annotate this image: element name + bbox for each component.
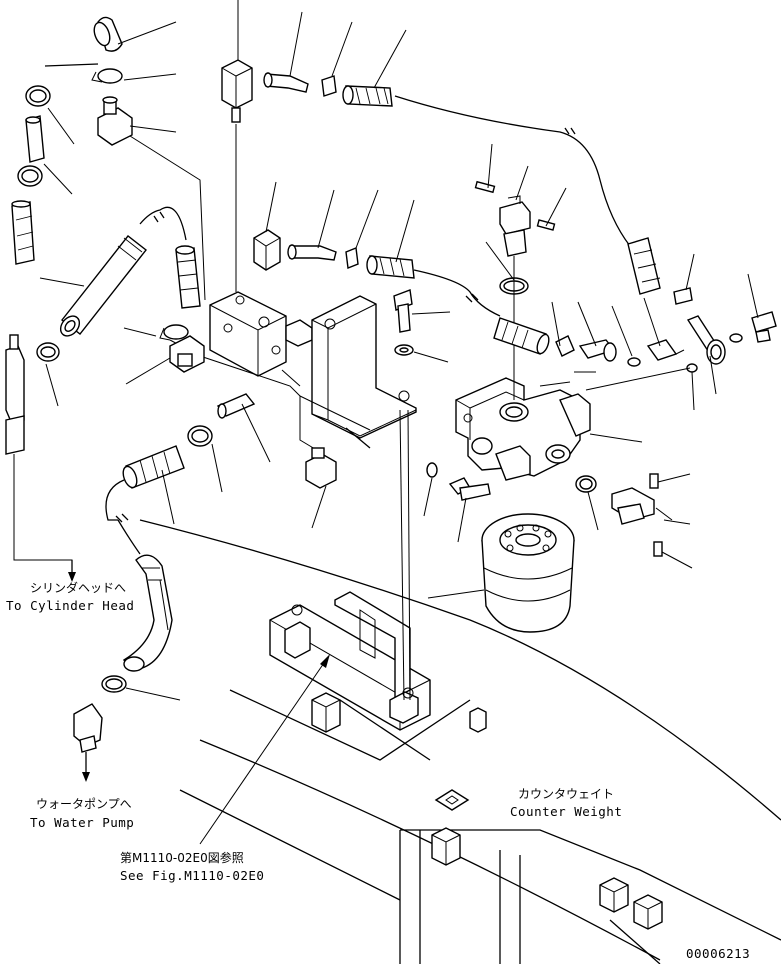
annotation-labels: シリンダヘッドへ To Cylinder Head ウォータポンプへ To Wa…	[6, 580, 750, 961]
to-cylinder-head-ja-label: シリンダヘッドへ	[30, 580, 126, 595]
filter-top-valve	[474, 180, 556, 400]
top-fitting-row	[221, 59, 393, 123]
to-water-pump-en-label: To Water Pump	[30, 815, 134, 830]
drawing-number: 00006213	[686, 946, 750, 961]
filter-inlet-hose	[493, 317, 596, 373]
leader-lines-middle	[39, 181, 415, 407]
temp-sensor-left	[5, 334, 76, 582]
counter-weight-ja-label: カウンタウェイト	[518, 787, 614, 801]
return-hose-top	[44, 63, 631, 247]
see-fig-en-label: See Fig.M1110-02E0	[120, 868, 264, 883]
filter-mount-bolt	[426, 462, 597, 501]
leader-lines-right	[411, 143, 759, 599]
banjo-fittings-right	[578, 237, 777, 373]
to-water-pump-ja-label: ウォータポンプへ	[36, 797, 132, 811]
leader-lines-lower-left	[125, 403, 330, 845]
counter-weight-en-label: Counter Weight	[510, 804, 622, 819]
to-cylinder-head-en-label: To Cylinder Head	[6, 598, 134, 613]
sensor-right	[611, 473, 673, 557]
filter-head	[455, 377, 591, 481]
middle-fitting-row	[253, 229, 501, 317]
vertical-bracket	[311, 295, 417, 449]
middle-left-hoses	[36, 206, 205, 373]
lower-left-hoses	[73, 393, 337, 782]
see-fig-ja-label: 第M1110-02E0図参照	[120, 850, 244, 865]
upper-left-hose-assembly	[11, 16, 133, 265]
counter-weight-blocks	[311, 692, 663, 930]
filter-cartridge	[481, 513, 575, 633]
mounting-bracket-plate	[269, 591, 431, 731]
bracket-bolt	[393, 289, 414, 356]
valve-block	[209, 291, 313, 377]
leader-lines-top	[43, 0, 407, 195]
machine-body-outline	[139, 519, 781, 964]
